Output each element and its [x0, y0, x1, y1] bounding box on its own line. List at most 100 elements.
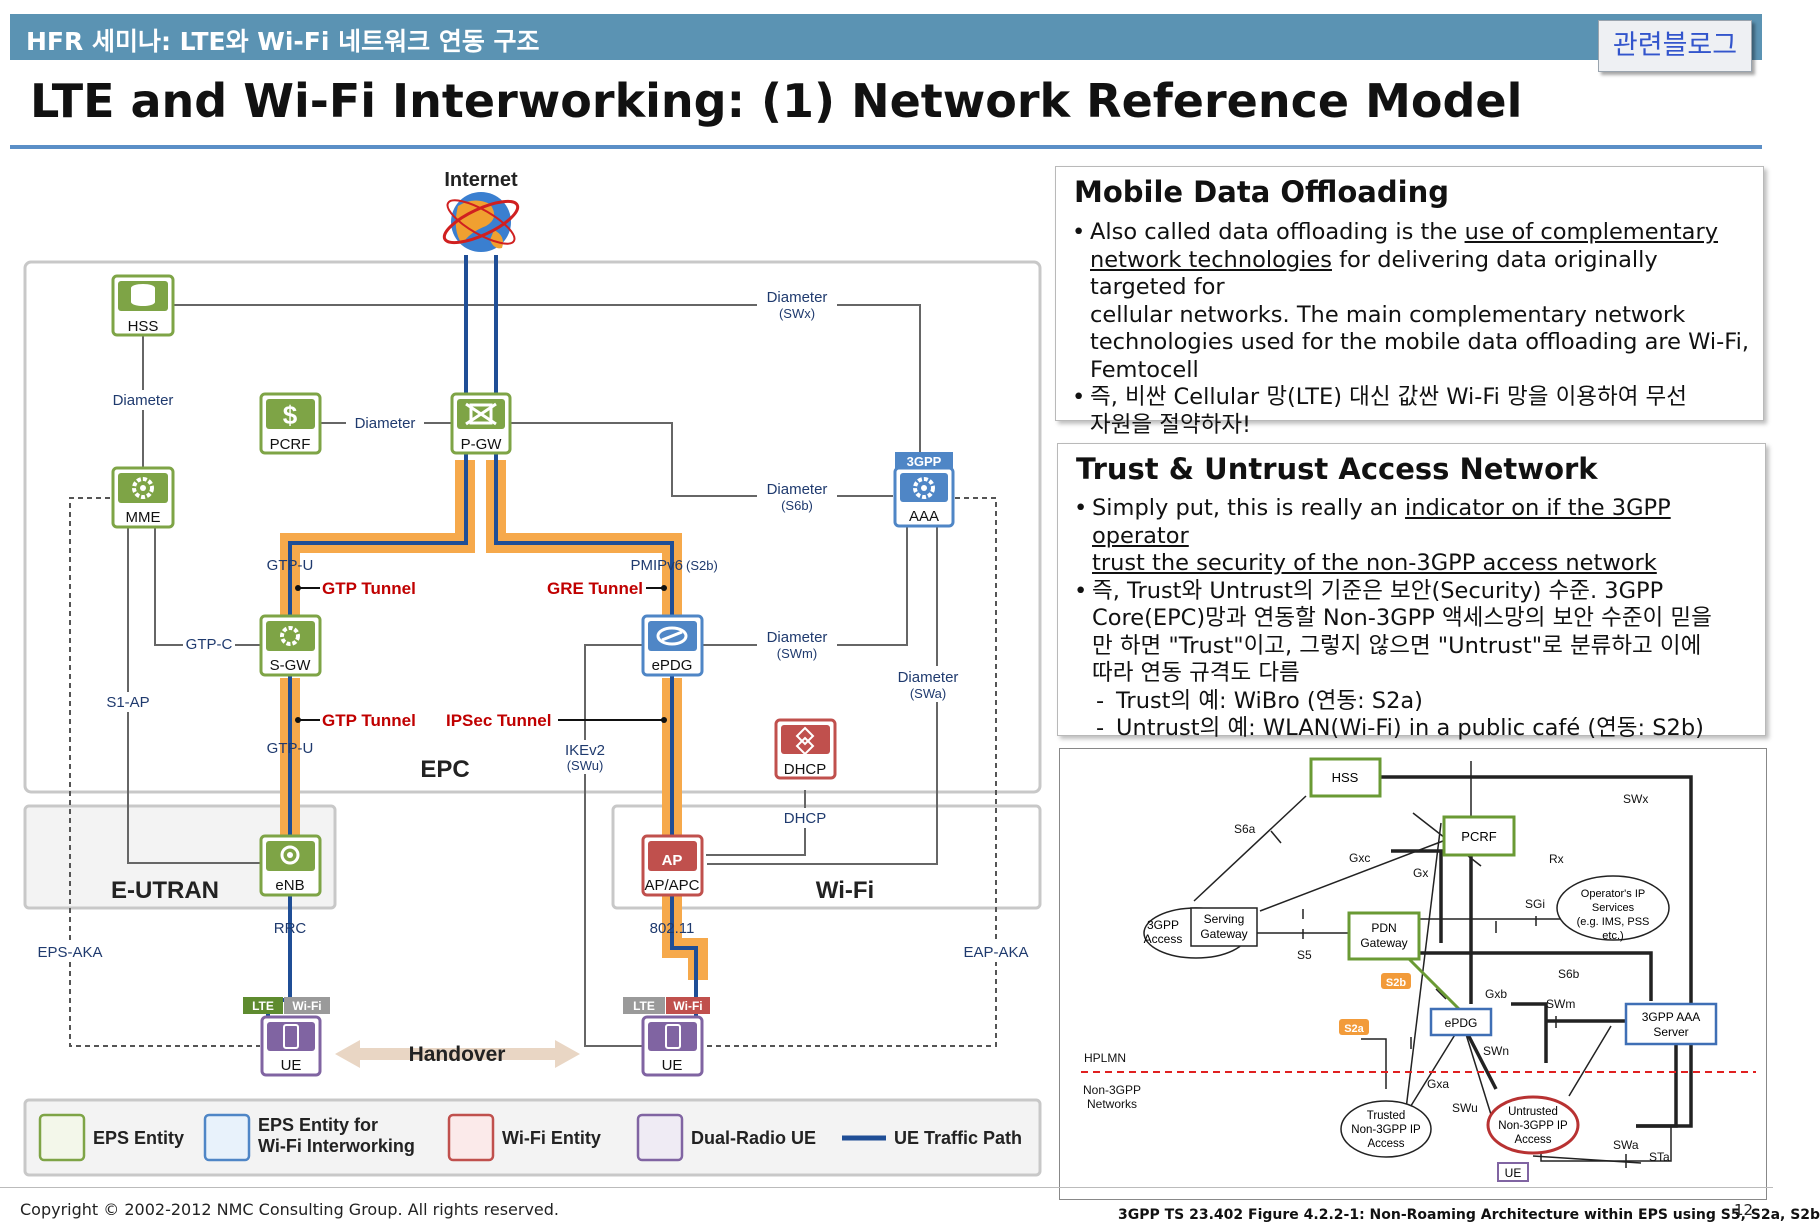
epdg-node: ePDG: [641, 614, 704, 677]
internet-globe-icon: [442, 192, 520, 252]
spec-trusted-access: [1340, 1100, 1432, 1158]
eap-aka-label: EAP-AKA: [963, 944, 1028, 961]
swa-label: (SWa): [910, 686, 946, 701]
offloading-title: Mobile Data Offloading: [1074, 175, 1449, 209]
link-labels: Diameter (SWx) Diameter Diameter Diamete…: [36, 286, 1032, 962]
enb-node: eNB: [259, 834, 322, 897]
spec-swm: SWm: [1546, 997, 1575, 1011]
legend-interworking-line1: EPS Entity for: [258, 1115, 378, 1135]
network-reference-diagram: GTP Tunnel GRE Tunnel GTP Tunnel IPSec T…: [23, 169, 1042, 1177]
section-banner: HFR 세미나: LTE와 Wi-Fi 네트워크 연동 구조: [10, 14, 1762, 60]
spec-ue-box: [1497, 1162, 1529, 1182]
s1-ap-label: S1-AP: [106, 694, 149, 711]
ikev2-label: IKEv2: [565, 742, 605, 759]
spec-epdg-box: [1429, 1007, 1493, 1037]
ieee80211-label: 802.11: [650, 920, 695, 937]
trust-title: Trust & Untrust Access Network: [1076, 452, 1598, 486]
wifi-region: [611, 804, 1042, 910]
spec-aaa-label-2: Server: [1653, 1025, 1688, 1039]
wifi-region-label: Wi-Fi: [816, 877, 874, 904]
spec-s6b: S6b: [1558, 967, 1580, 981]
internet-label: Internet: [444, 169, 518, 191]
legend-dual-radio-ue: Dual-Radio UE: [691, 1128, 816, 1148]
handover-label: Handover: [409, 1043, 506, 1066]
offloading-bullets: Also called data offloading is the use o…: [1072, 219, 1751, 439]
spec-hplmn: HPLMN: [1084, 1051, 1126, 1065]
spec-sgi: SGi: [1525, 897, 1545, 911]
epdg-label: ePDG: [652, 657, 693, 674]
spec-gxa: Gxa: [1427, 1077, 1449, 1091]
tunnel-labels: GTP Tunnel GRE Tunnel GTP Tunnel IPSec T…: [295, 579, 667, 730]
legend-ue-traffic-path: UE Traffic Path: [894, 1128, 1022, 1148]
diameter-s6b-label: Diameter: [767, 481, 828, 498]
dhcp-link-label: DHCP: [784, 810, 827, 827]
ue-right-wifi-tag: Wi-Fi: [673, 999, 702, 1013]
sgw-node: S-GW: [259, 614, 322, 677]
spec-serving-label-1: Serving: [1204, 912, 1245, 926]
legend-eps-entity: EPS Entity: [93, 1128, 184, 1148]
spec-pdn-label-2: Gateway: [1360, 936, 1407, 950]
spec-op-label-4: etc.): [1602, 930, 1623, 942]
gtp-tunnel-label-2: GTP Tunnel: [322, 711, 416, 730]
spec-s5: S5: [1297, 948, 1312, 962]
spec-untrusted-label-2: Non-3GPP IP: [1498, 1120, 1568, 1132]
spec-non3gpp-1: Non-3GPP: [1083, 1083, 1141, 1097]
spec-untrusted-label-1: Untrusted: [1508, 1106, 1558, 1118]
spec-swu: SWu: [1452, 1101, 1478, 1115]
spec-pdn-label-1: PDN: [1371, 921, 1396, 935]
dhcp-label: DHCP: [784, 761, 827, 778]
spec-hss-label: HSS: [1332, 770, 1359, 785]
legend: EPS Entity EPS Entity for Wi-Fi Interwor…: [23, 1098, 1042, 1177]
svg-text:$: $: [283, 400, 298, 430]
epc-label: EPC: [420, 756, 469, 783]
swx-label: (SWx): [779, 306, 815, 321]
footer-divider: [0, 1187, 1773, 1188]
spec-gxc: Gxc: [1349, 851, 1370, 865]
e-utran-label: E-UTRAN: [111, 877, 219, 904]
spec-sta: STa: [1649, 1150, 1670, 1164]
offloading-panel: Mobile Data Offloading Also called data …: [1055, 166, 1764, 438]
spec-epdg-label: ePDG: [1445, 1016, 1478, 1030]
gtp-u-bottom-label: GTP-U: [267, 740, 314, 757]
spec-operator-services: [1556, 875, 1670, 941]
pcrf-label: PCRF: [270, 436, 311, 453]
mme-label: MME: [126, 509, 161, 526]
spec-trusted-label-2: Non-3GPP IP: [1351, 1124, 1421, 1136]
swu-label: (SWu): [567, 758, 604, 773]
spec-trusted-label-3: Access: [1367, 1138, 1404, 1150]
spec-pdn-box: [1347, 911, 1421, 961]
spec-architecture-diagram: HSS PCRF PDN Gateway 3GPP Access Serving…: [1081, 757, 1756, 1182]
gtp-tunnel-label-1: GTP Tunnel: [322, 579, 416, 598]
swm-label: (SWm): [777, 646, 817, 661]
diameter-pcrf-label: Diameter: [355, 415, 416, 432]
spec-aaa-label-1: 3GPP AAA: [1642, 1010, 1700, 1024]
title-divider: [10, 145, 1762, 149]
pgw-label: P-GW: [461, 436, 503, 453]
ap-badge: AP: [662, 852, 683, 869]
legend-wifi-entity: Wi-Fi Entity: [502, 1128, 601, 1148]
trust-bullet-1: Simply put, this is really an indicator …: [1074, 495, 1753, 578]
eps-aka-label: EPS-AKA: [37, 944, 102, 961]
spec-s2a-label: S2a: [1344, 1023, 1364, 1035]
handover-arrow-icon: [335, 1040, 580, 1068]
aaa-node: 3GPP AAA: [893, 452, 955, 528]
ue-left-node: LTE Wi-Fi UE: [243, 997, 330, 1077]
related-blog-button[interactable]: 관련블로그: [1598, 20, 1752, 72]
spec-serving-gw-box: [1190, 907, 1258, 947]
mme-node: MME: [111, 466, 175, 529]
enb-label: eNB: [275, 877, 304, 894]
spec-ue-label: UE: [1505, 1166, 1522, 1180]
spec-swa: SWa: [1613, 1138, 1639, 1152]
spec-op-label-3: (e.g. IMS, PSS: [1577, 916, 1650, 928]
hss-label: HSS: [128, 318, 159, 335]
trust-panel: Trust & Untrust Access Network Simply pu…: [1057, 443, 1766, 742]
pcrf-node: $ PCRF: [259, 392, 322, 455]
section-banner-text: HFR 세미나: LTE와 Wi-Fi 네트워크 연동 구조: [26, 27, 540, 56]
dhcp-node: DHCP: [774, 718, 837, 780]
spec-untrusted-access: [1486, 1095, 1580, 1155]
trust-bullet-2: 즉, Trust와 Untrust의 기준은 보안(Security) 수준. …: [1074, 578, 1753, 688]
e-utran-region: [23, 804, 337, 910]
page-title: LTE and Wi-Fi Interworking: (1) Network …: [30, 74, 1523, 128]
gre-tunnel-label: GRE Tunnel: [547, 579, 643, 598]
s2b-label: (S2b): [686, 558, 718, 573]
